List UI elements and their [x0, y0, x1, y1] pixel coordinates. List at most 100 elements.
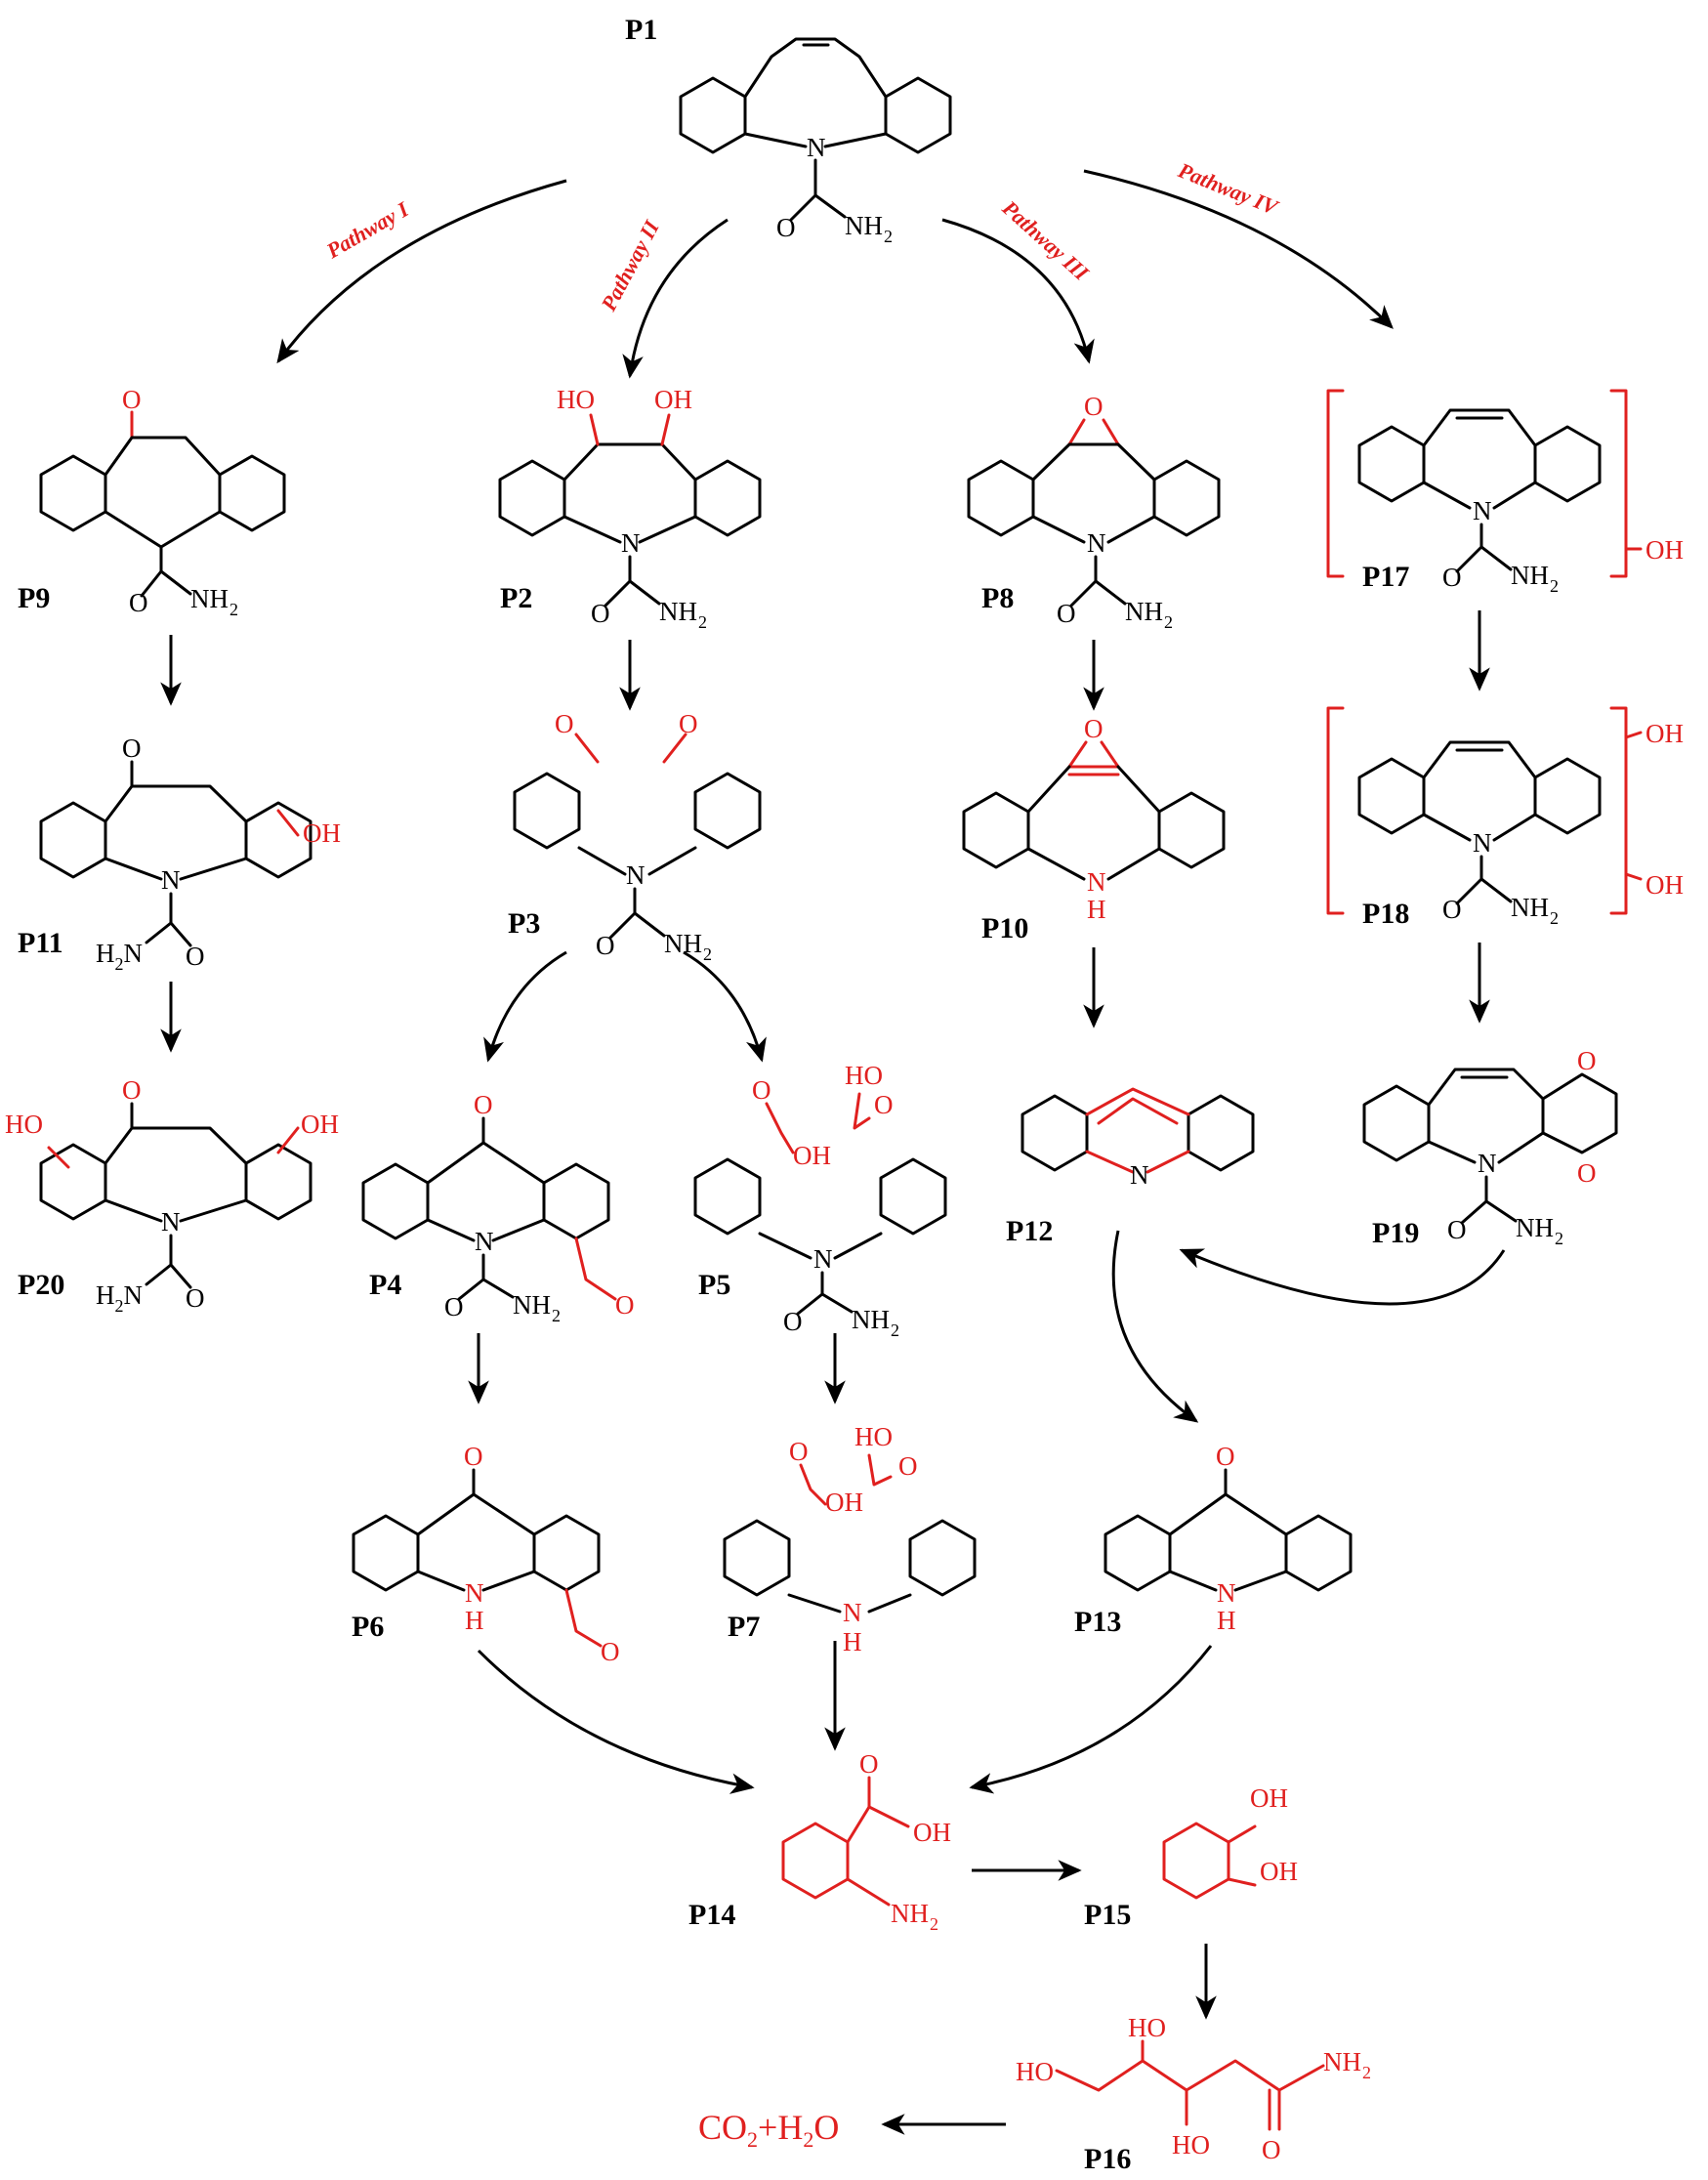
svg-text:N: N: [843, 1598, 862, 1627]
svg-text:O: O: [122, 385, 142, 414]
compound-P2: HO OH N O NH 2 P2: [498, 385, 762, 632]
svg-text:HO: HO: [1172, 2130, 1210, 2159]
compound-P9: O O NH 2 P9: [18, 385, 286, 619]
svg-text:O: O: [1442, 563, 1462, 592]
svg-text:2: 2: [229, 600, 238, 619]
svg-text:H: H: [1217, 1606, 1236, 1635]
label-P6: P6: [352, 1611, 384, 1643]
svg-text:O: O: [464, 1442, 483, 1471]
svg-text:O: O: [679, 709, 698, 738]
svg-text:O: O: [1084, 714, 1104, 743]
label-P3: P3: [508, 907, 540, 940]
compound-P15: OH OH P15: [1084, 1783, 1298, 1931]
svg-text:HO: HO: [1016, 2057, 1054, 2086]
svg-text:N: N: [1130, 1160, 1149, 1190]
svg-text:OH: OH: [1646, 535, 1684, 565]
svg-text:2: 2: [930, 1914, 938, 1934]
svg-text:HO: HO: [1128, 2013, 1166, 2042]
compound-P1: P1 N O NH 2: [625, 14, 952, 246]
arrow-P3-P4: [483, 950, 567, 1063]
label-P5: P5: [698, 1269, 730, 1301]
label-P19: P19: [1372, 1217, 1419, 1249]
svg-text:O: O: [1577, 1158, 1597, 1188]
arrow-P12-P13: [1111, 1230, 1199, 1423]
svg-text:O: O: [129, 588, 148, 617]
svg-text:NH: NH: [1323, 2047, 1361, 2076]
label-P13: P13: [1074, 1606, 1121, 1638]
svg-text:O: O: [1577, 1046, 1597, 1075]
svg-text:HO: HO: [557, 385, 595, 414]
arrow-pathway-I: [276, 179, 567, 364]
label-P12: P12: [1006, 1215, 1053, 1247]
svg-text:O: O: [444, 1292, 464, 1321]
compound-P6: O N H O P6: [352, 1442, 620, 1666]
arrow-pathway-IV: [1083, 169, 1394, 329]
svg-text:N: N: [161, 1207, 181, 1237]
arrow-P19-P12: [1179, 1248, 1506, 1306]
svg-text:OH: OH: [301, 1110, 339, 1139]
svg-text:O: O: [601, 1637, 620, 1666]
label-P7: P7: [728, 1611, 760, 1643]
svg-text:OH: OH: [793, 1141, 831, 1170]
svg-text:O: O: [1442, 895, 1462, 924]
svg-text:NH: NH: [845, 211, 883, 240]
svg-text:OH: OH: [1646, 719, 1684, 748]
compound-P7: O HO O OH N H P7: [723, 1422, 977, 1656]
svg-text:NH: NH: [1511, 561, 1549, 590]
label-P11: P11: [18, 927, 63, 959]
svg-text:OH: OH: [913, 1818, 951, 1847]
svg-text:NH: NH: [1511, 893, 1549, 922]
svg-text:OH: OH: [1646, 870, 1684, 900]
svg-text:2: 2: [1555, 1229, 1563, 1248]
svg-text:2: 2: [891, 1321, 899, 1340]
compound-P5: O HO O OH N O NH 2 P5: [693, 1061, 947, 1340]
svg-text:NH: NH: [1516, 1213, 1554, 1242]
svg-text:O: O: [1447, 1215, 1467, 1244]
label-P14: P14: [688, 1899, 735, 1931]
compound-P13: O N H P13: [1074, 1442, 1353, 1638]
svg-text:2: 2: [1164, 612, 1173, 632]
svg-text:HO: HO: [5, 1110, 43, 1139]
svg-text:O: O: [591, 599, 610, 628]
label-P2: P2: [500, 582, 532, 614]
svg-text:N: N: [1087, 528, 1106, 558]
svg-text:O: O: [874, 1090, 894, 1119]
svg-text:NH: NH: [659, 597, 697, 626]
svg-text:HO: HO: [854, 1422, 893, 1451]
svg-text:O: O: [122, 1075, 142, 1105]
svg-text:N: N: [813, 1244, 833, 1274]
arrow-pathway-II: [622, 218, 729, 379]
svg-text:O: O: [186, 1283, 205, 1313]
svg-text:N: N: [1217, 1578, 1236, 1608]
svg-text:O: O: [122, 734, 142, 763]
svg-text:N: N: [1087, 867, 1106, 897]
svg-text:O: O: [474, 1090, 493, 1119]
label-P15: P15: [1084, 1899, 1131, 1931]
compound-P16: HO HO HO O NH 2 P16: [1016, 2013, 1371, 2175]
label-pathway-I: Pathway I: [321, 196, 414, 264]
svg-text:O: O: [783, 1307, 803, 1336]
svg-text:H2N: H2N: [96, 1280, 143, 1316]
svg-text:OH: OH: [825, 1488, 863, 1517]
svg-text:H: H: [465, 1606, 484, 1635]
label-P4: P4: [369, 1269, 401, 1301]
label-P17: P17: [1362, 561, 1409, 593]
label-P8: P8: [981, 582, 1014, 614]
svg-text:2: 2: [698, 612, 707, 632]
arrow-P6-P14: [477, 1649, 755, 1794]
compound-P3: O O N O NH 2 P3: [508, 709, 762, 964]
svg-text:O: O: [1084, 392, 1104, 421]
svg-text:N: N: [1478, 1149, 1497, 1178]
arrow-P13-P14: [969, 1645, 1213, 1794]
label-P18: P18: [1362, 898, 1409, 930]
svg-text:OH: OH: [654, 385, 692, 414]
svg-text:2: 2: [884, 227, 893, 246]
svg-text:O: O: [776, 213, 796, 242]
svg-text:N: N: [161, 865, 181, 895]
svg-text:H: H: [843, 1627, 862, 1656]
svg-text:H2N: H2N: [96, 939, 143, 974]
svg-text:CO2+H2O: CO2+H2O: [698, 2108, 839, 2152]
svg-text:2: 2: [1362, 2063, 1371, 2082]
svg-text:O: O: [555, 709, 574, 738]
